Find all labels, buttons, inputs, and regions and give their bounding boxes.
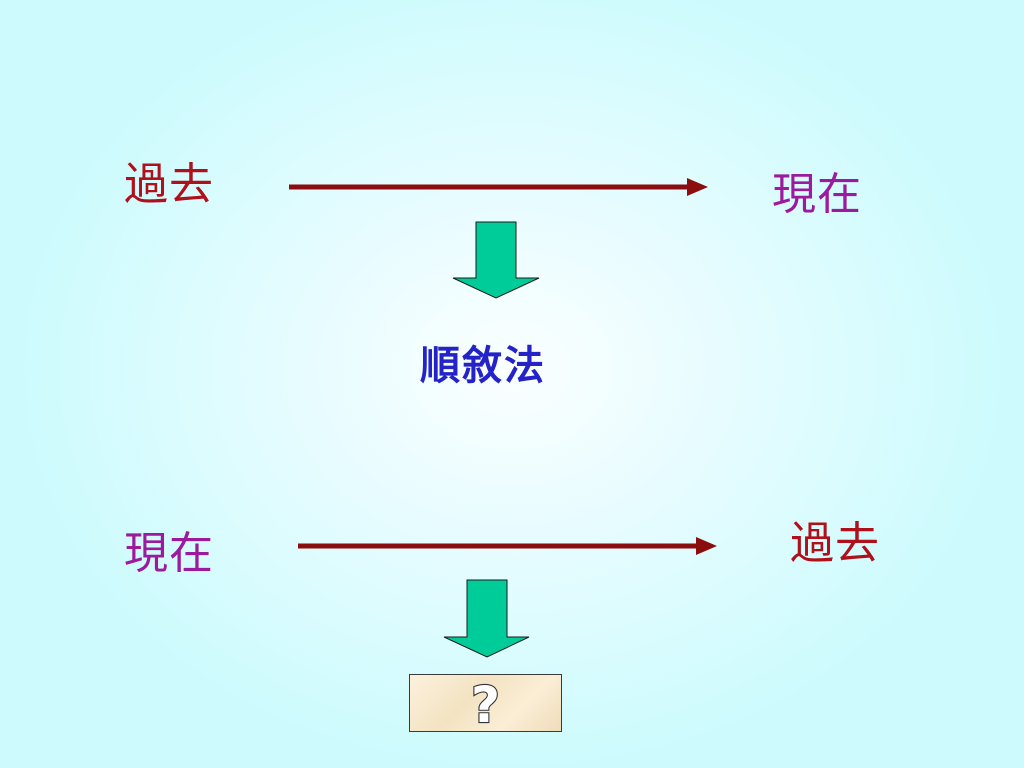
top-timeline-arrow: [289, 178, 708, 196]
bottom-timeline-arrow: [298, 537, 717, 555]
bottom-down-arrow-icon: [443, 579, 530, 658]
bottom-start-label: 現在: [124, 528, 214, 579]
method-label: 順敘法: [420, 342, 546, 389]
top-start-label: 過去: [124, 159, 214, 210]
top-end-label: 現在: [772, 169, 862, 220]
question-mark-icon: ?: [470, 675, 501, 735]
question-mark-glyph: ?: [471, 676, 500, 731]
top-down-arrow-icon: [452, 221, 540, 299]
bottom-end-label: 過去: [790, 518, 880, 569]
answer-box: ?: [409, 674, 562, 735]
